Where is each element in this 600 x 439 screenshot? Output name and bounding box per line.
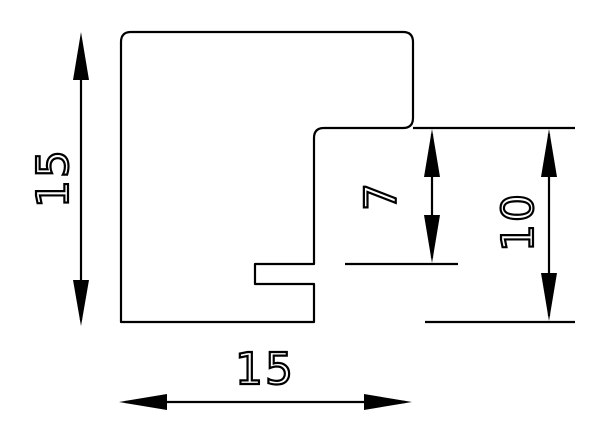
bottom-width-dimension: 15 [119,343,412,410]
step-height-dimension: 7 [355,129,440,263]
arrow-left-icon [119,394,167,410]
right-height-dimension: 10 [492,129,557,321]
arrow-down-icon [424,215,440,263]
arrow-right-icon [364,394,412,410]
right-height-label: 10 [493,192,544,252]
arrow-up-icon [424,129,440,177]
step-height-label: 7 [356,181,407,211]
arrow-down-icon [73,280,89,326]
arrow-up-icon [541,129,557,177]
arrow-down-icon [541,273,557,321]
left-height-label: 15 [28,148,79,208]
arrow-up-icon [73,32,89,80]
bottom-width-label: 15 [235,344,295,395]
profile-outline [119,30,415,324]
left-height-dimension: 15 [27,32,89,326]
